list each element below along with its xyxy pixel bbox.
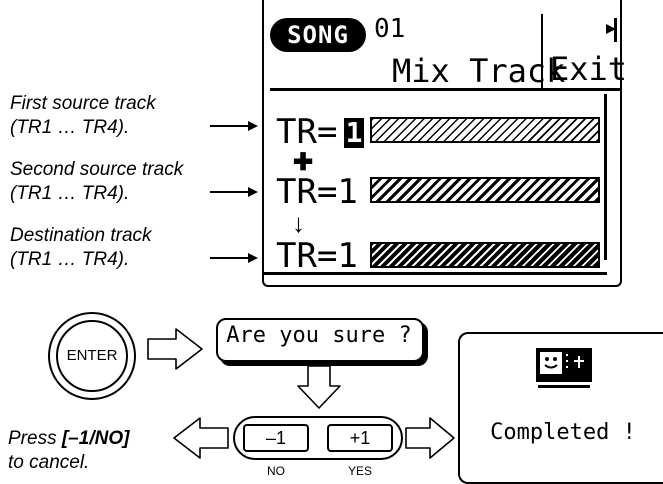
smiley-face-icon: [536, 348, 592, 388]
annotation-line: (TR1 … TR4).: [10, 117, 130, 138]
cancel-instruction: Press [–1/NO] to cancel.: [8, 427, 129, 475]
no-caption: NO: [267, 464, 285, 478]
down-arrow-icon: ↓: [292, 208, 305, 238]
arrow-right-icon: [210, 253, 258, 263]
instruction-suffix: to cancel.: [8, 452, 90, 473]
enter-button-label[interactable]: ENTER: [56, 320, 128, 392]
annotation-line: Second source track: [10, 159, 184, 180]
track-1-bar: [370, 117, 600, 143]
flow-arrow-left-icon: [173, 417, 229, 459]
plus-icon: ✚: [293, 149, 314, 176]
confirm-dialog: [216, 318, 424, 362]
track-3-label: TR=1: [276, 236, 358, 276]
track-2-label: TR=1: [276, 172, 358, 212]
track-2-bar: [370, 177, 600, 203]
flow-arrow-right-icon: [147, 328, 203, 370]
annotation-first-source: First source track (TR1 … TR4).: [10, 92, 156, 140]
exit-divider: [541, 14, 543, 90]
completed-text: Completed !: [490, 420, 636, 445]
song-badge: SONG: [270, 18, 366, 52]
instruction-prefix: Press: [8, 428, 62, 449]
annotation-line: (TR1 … TR4).: [10, 183, 130, 204]
scroll-bar[interactable]: [604, 94, 607, 260]
annotation-line: (TR1 … TR4).: [10, 249, 130, 270]
completed-dialog: [458, 332, 663, 484]
song-number: 01: [374, 14, 406, 44]
exit-button[interactable]: Exit: [550, 50, 628, 88]
instruction-key: [–1/NO]: [61, 428, 130, 449]
track-1-value[interactable]: 1: [344, 116, 364, 149]
yes-caption: YES: [347, 464, 372, 478]
annotation-line: Destination track: [10, 225, 152, 246]
track-1-label: TR=: [276, 112, 338, 152]
title-divider: [270, 88, 620, 91]
flag-icon: [606, 18, 617, 42]
plus-one-yes-button[interactable]: +1: [327, 424, 393, 452]
minus-one-no-button[interactable]: –1: [243, 424, 309, 452]
bottom-divider: [262, 272, 607, 275]
mode-title: Mix Track: [392, 52, 566, 90]
annotation-second-source: Second source track (TR1 … TR4).: [10, 158, 183, 206]
annotation-line: First source track: [10, 93, 156, 114]
arrow-right-icon: [210, 187, 258, 197]
arrow-right-icon: [210, 121, 258, 131]
confirm-text: Are you sure ?: [226, 323, 412, 348]
annotation-destination: Destination track (TR1 … TR4).: [10, 224, 152, 272]
flow-arrow-right-icon: [405, 417, 455, 459]
flow-arrow-down-icon: [297, 365, 341, 409]
track-3-bar: [370, 242, 600, 268]
